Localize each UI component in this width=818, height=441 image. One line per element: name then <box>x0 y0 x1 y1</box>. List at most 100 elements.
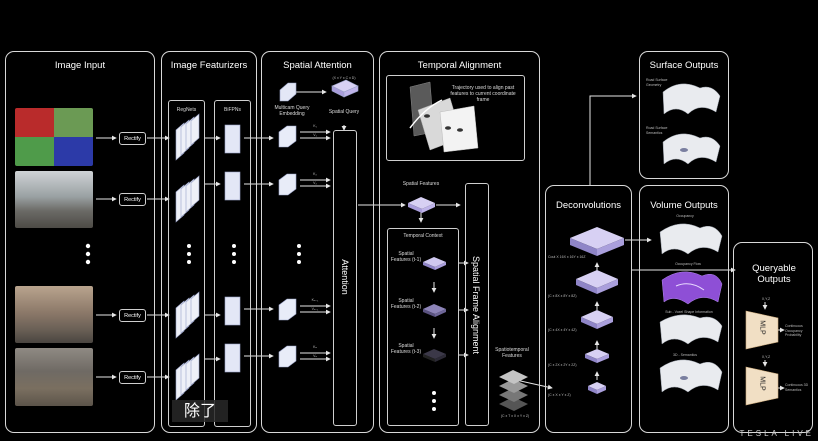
deconv-cube-icon <box>585 349 609 363</box>
panel-title: Image Input <box>54 60 106 71</box>
context-item-label: Spatial Features (t-1) <box>390 251 422 263</box>
mlp-block-bottom <box>745 366 779 406</box>
value-label: Vₙ₋₁ <box>311 307 319 311</box>
key-label: Kₙ <box>313 345 317 349</box>
trajectory-box <box>386 75 525 161</box>
panel-title: Queryable Outputs <box>752 263 796 285</box>
panel-spatial-attention: Spatial Attention <box>261 51 374 433</box>
mlp-label: MLP <box>758 320 766 335</box>
context-cube-icon <box>423 257 446 270</box>
key-label: Kₙ₋₁ <box>311 298 319 302</box>
query-embedding-icon <box>279 82 297 102</box>
deconv-dims-label: (C x 2X x 2Y x 2Z) <box>548 363 577 367</box>
deconv-dims-label: (C x 4X x 4Y x 4Z) <box>548 328 577 332</box>
context-cube-icon <box>423 304 446 317</box>
surface-item-label: Road Surface Geometry <box>646 78 668 87</box>
regnet-stack-icon <box>175 113 200 161</box>
volume-item-label: Sub - Voxel Shape Information <box>665 310 713 314</box>
panel-title: Deconvolutions <box>556 200 621 211</box>
camera-image-street-rear <box>15 348 93 406</box>
panel-title: Image Featurizers <box>170 60 248 71</box>
key-label: K₂ <box>313 172 317 176</box>
query-dims-label: (X x Y x C x D) <box>332 76 356 80</box>
deconv-cube-icon <box>588 382 606 394</box>
spatial-frame-alignment-block <box>465 183 489 426</box>
camera-image-rgb-split <box>15 108 93 166</box>
deconv-cube-icon <box>570 227 624 256</box>
spatiotemporal-dims: (C x T x X x Y x Z) <box>500 414 530 418</box>
mlp-input-label: X,Y,Z <box>761 355 771 359</box>
panel-temporal-alignment: Temporal Alignment <box>379 51 540 433</box>
road-surface-geometry-icon <box>662 83 721 115</box>
deconv-dims-label: Cout X 16X x 16Y x 16Z <box>548 255 586 259</box>
value-label: Vₙ <box>313 354 317 358</box>
panel-deconvolutions: Deconvolutions <box>545 185 632 433</box>
mlp-label: MLP <box>758 376 766 391</box>
spatial-query-label: Spatial Query <box>328 109 360 115</box>
deconv-cube-icon <box>581 310 613 329</box>
panel-surface-outputs: Surface Outputs <box>639 51 729 179</box>
temporal-context-label: Temporal Context <box>403 233 443 239</box>
value-label: V₁ <box>313 133 317 137</box>
temporal-context-box <box>387 228 459 426</box>
regnet-stack-icon <box>175 175 200 223</box>
regnets-column <box>168 100 205 427</box>
kv-cube-icon <box>278 173 297 196</box>
kv-cube-icon <box>278 345 297 368</box>
rectify-button[interactable]: Rectify <box>119 193 146 206</box>
surface-item-label: Road Surface Semantics <box>646 126 668 135</box>
spatiotemporal-stack-icon <box>499 370 528 411</box>
camera-image-building <box>15 286 93 343</box>
panel-title: Temporal Alignment <box>417 60 502 71</box>
rectify-button[interactable]: Rectify <box>119 132 146 145</box>
occupancy-flow-icon <box>661 271 723 305</box>
bifpn-block-icon <box>224 343 241 373</box>
deconv-dims-label: (C x 8X x 8Y x 8Z) <box>548 294 577 298</box>
spatiotemporal-label: Spatiotemporal Features <box>495 347 529 359</box>
volume-item-label: Occupancy Flow <box>675 262 701 266</box>
kv-cube-icon <box>278 125 297 148</box>
deconv-cube-icon <box>576 270 618 294</box>
context-item-label: Spatial Features (t-2) <box>390 298 422 310</box>
rectify-button[interactable]: Rectify <box>119 309 146 322</box>
key-label: K₁ <box>313 124 317 128</box>
trajectory-note: Trajectory used to align past features t… <box>450 85 516 103</box>
attention-block <box>333 130 357 426</box>
value-label: V₂ <box>313 181 317 185</box>
camera-image-street <box>15 171 93 228</box>
regnet-stack-icon <box>175 291 200 339</box>
kv-cube-icon <box>278 298 297 321</box>
bifpn-block-icon <box>224 124 241 154</box>
occupancy-icon <box>659 223 723 255</box>
mlp-input-label: X,Y,Z <box>761 297 771 301</box>
volume-item-label: 3D - Semantics <box>673 353 697 357</box>
panel-image-featurizers: Image Featurizers <box>161 51 257 433</box>
bifpn-block-icon <box>224 171 241 201</box>
volume-item-label: Occupancy <box>676 214 694 218</box>
panel-title: Surface Outputs <box>649 60 719 71</box>
bifpns-label: BiFPNs <box>224 107 241 113</box>
subtitle-caption: 除了 <box>172 400 228 422</box>
panel-title: Volume Outputs <box>650 200 718 211</box>
road-surface-semantics-icon <box>662 133 721 165</box>
spatial-features-label: Spatial Features <box>402 181 440 187</box>
tesla-live-watermark: TESLA LIVE <box>739 429 814 438</box>
deconv-dims-label: (C x X x Y x Z) <box>548 393 571 397</box>
mlp-output-label: Continuous 3D Semantics <box>785 383 809 392</box>
mlp-block-top <box>745 310 779 350</box>
mlp-output-label: Continuous Occupancy Probability <box>785 324 803 337</box>
panel-volume-outputs: Volume Outputs <box>639 185 729 433</box>
rectify-button[interactable]: Rectify <box>119 371 146 384</box>
context-cube-icon <box>423 349 446 362</box>
panel-title: Spatial Attention <box>283 60 352 71</box>
